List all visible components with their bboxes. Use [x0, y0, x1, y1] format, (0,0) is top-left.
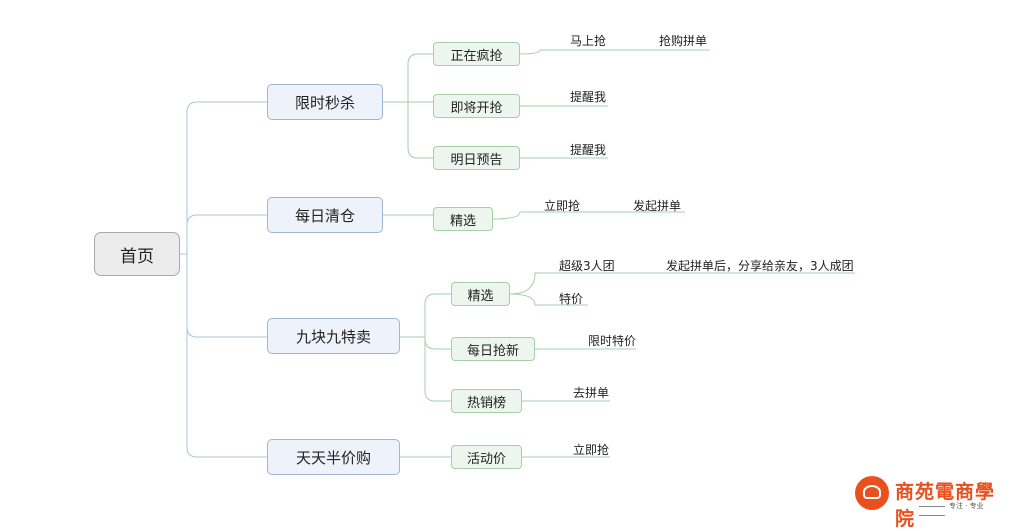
logo-subtitle: 专注 · 专业: [915, 501, 1005, 519]
sub-node-selection-2: 精选: [451, 282, 510, 306]
sub-node-selection: 精选: [433, 207, 493, 231]
branch-node-flash-sale: 限时秒杀: [267, 84, 383, 120]
branch-node-daily-clearance: 每日清仓: [267, 197, 383, 233]
leaf-group-purchase: 抢购拼单: [659, 34, 708, 48]
leaf-buy-now: 立即抢: [544, 199, 581, 213]
leaf-group-description: 发起拼单后，分享给亲友，3人成团: [666, 259, 854, 273]
leaf-limited-price: 限时特价: [588, 334, 637, 348]
logo-emblem-icon: [855, 476, 889, 510]
leaf-special-price: 特价: [559, 292, 584, 306]
sub-node-grabbing-now: 正在疯抢: [433, 42, 520, 66]
leaf-buy-now-2: 立即抢: [573, 443, 610, 457]
connector-lines: [180, 49, 855, 458]
branch-node-nine-nine-sale: 九块九特卖: [267, 318, 400, 354]
sub-node-activity-price: 活动价: [451, 445, 522, 469]
sub-node-daily-new: 每日抢新: [451, 337, 535, 361]
leaf-remind-me: 提醒我: [570, 90, 607, 104]
brand-logo: 商苑電商學院 专注 · 专业: [855, 476, 1005, 530]
branch-node-half-price: 天天半价购: [267, 439, 400, 475]
leaf-remind-me-2: 提醒我: [570, 143, 607, 157]
leaf-super-group: 超级3人团: [559, 259, 615, 273]
sub-node-tomorrow-preview: 明日预告: [433, 146, 520, 170]
leaf-start-group: 发起拼单: [633, 199, 682, 213]
leaf-go-group: 去拼单: [573, 386, 610, 400]
root-node-home: 首页: [94, 232, 180, 276]
leaf-grab-now: 马上抢: [570, 34, 607, 48]
sub-node-bestsellers: 热销榜: [451, 389, 522, 413]
sub-node-coming-soon: 即将开抢: [433, 94, 520, 118]
